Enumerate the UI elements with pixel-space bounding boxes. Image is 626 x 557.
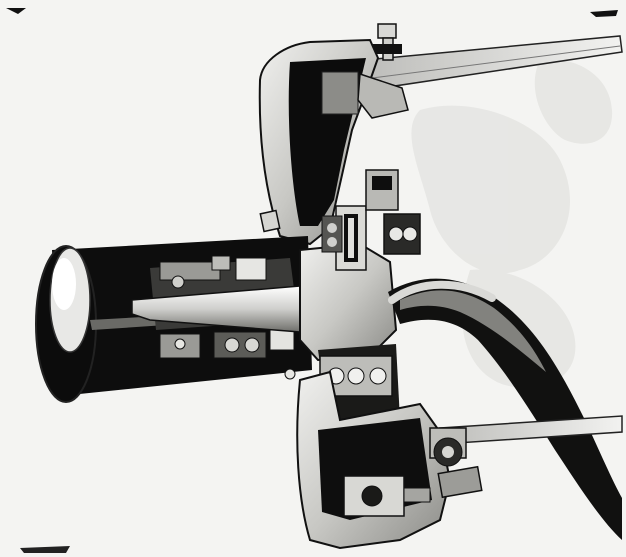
cavity-block [321, 71, 359, 115]
corner-mark-top-left [6, 8, 26, 14]
collar-top [357, 72, 409, 119]
top-bolt [370, 23, 402, 61]
lower-nut [429, 427, 467, 467]
screw-1 [174, 338, 186, 350]
housing-tab [259, 209, 281, 233]
screw-2 [284, 368, 296, 380]
central-hub [299, 169, 421, 362]
curved-arm-highlight [400, 290, 546, 372]
corner-mark-bottom-left [20, 546, 70, 553]
corner-mark-top-right [590, 10, 618, 17]
lower-link [437, 465, 483, 499]
